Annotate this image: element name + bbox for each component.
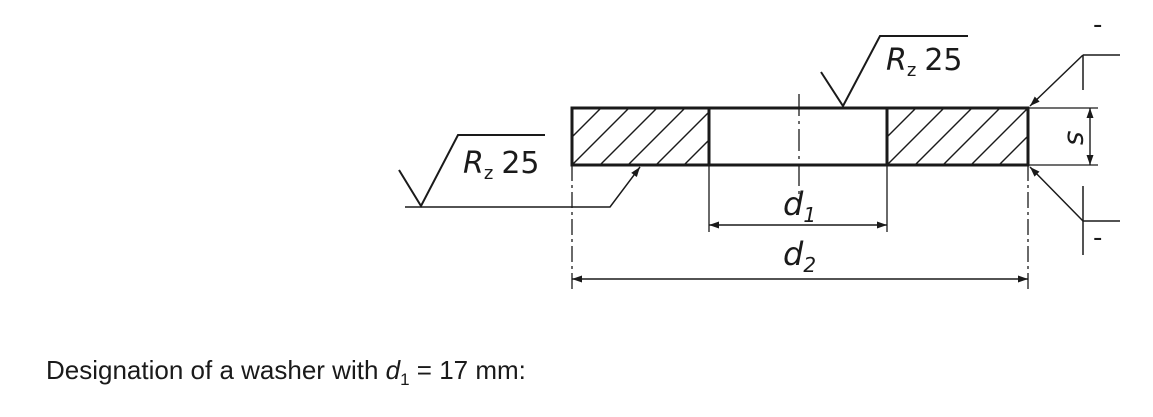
tolerance-mark-top: -: [1093, 10, 1102, 40]
caption-variable-subscript: 1: [400, 370, 410, 390]
dimension-d1: d1: [709, 185, 887, 229]
dimension-s: s: [1061, 108, 1094, 165]
dimension-label-d2: d2: [783, 235, 816, 277]
hatch-right: [887, 108, 1028, 165]
hatch-left: [572, 108, 709, 165]
designation-caption: Designation of a washer with d1 = 17 mm:: [46, 355, 526, 390]
tolerance-indicator-bottom: [1029, 166, 1120, 255]
leader-roughness-left: [405, 166, 641, 208]
caption-prefix: Designation of a washer with: [46, 355, 386, 385]
caption-variable: d: [385, 355, 401, 385]
leader-tolerance-bottom: [1029, 166, 1084, 222]
leader-tolerance-top: [1029, 54, 1084, 107]
washer-outline: [570, 106, 1030, 167]
dimension-d2: d2: [572, 235, 1028, 283]
dimension-label-d1: d1: [783, 185, 816, 227]
washer-section: [570, 106, 1030, 167]
tolerance-indicator-top: [1029, 54, 1120, 107]
tolerance-mark-bottom: -: [1093, 223, 1102, 253]
dimension-label-s: s: [1061, 131, 1094, 146]
caption-suffix: = 17 mm:: [409, 355, 526, 385]
extension-lines: [571, 107, 1098, 290]
